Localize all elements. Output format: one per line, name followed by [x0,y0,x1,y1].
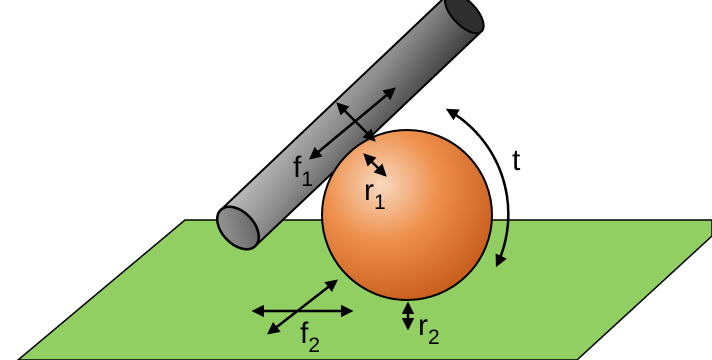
r1-arrow [363,153,387,177]
ball [321,129,493,301]
label-r1: r1 [364,174,386,214]
label-f1: f1 [293,151,313,191]
label-t: t [512,144,521,177]
label-r2: r2 [418,309,440,349]
label-f2: f2 [300,317,320,357]
f1-arrows [309,87,396,160]
f2-arrows [251,279,354,335]
torque-arc [445,108,510,268]
